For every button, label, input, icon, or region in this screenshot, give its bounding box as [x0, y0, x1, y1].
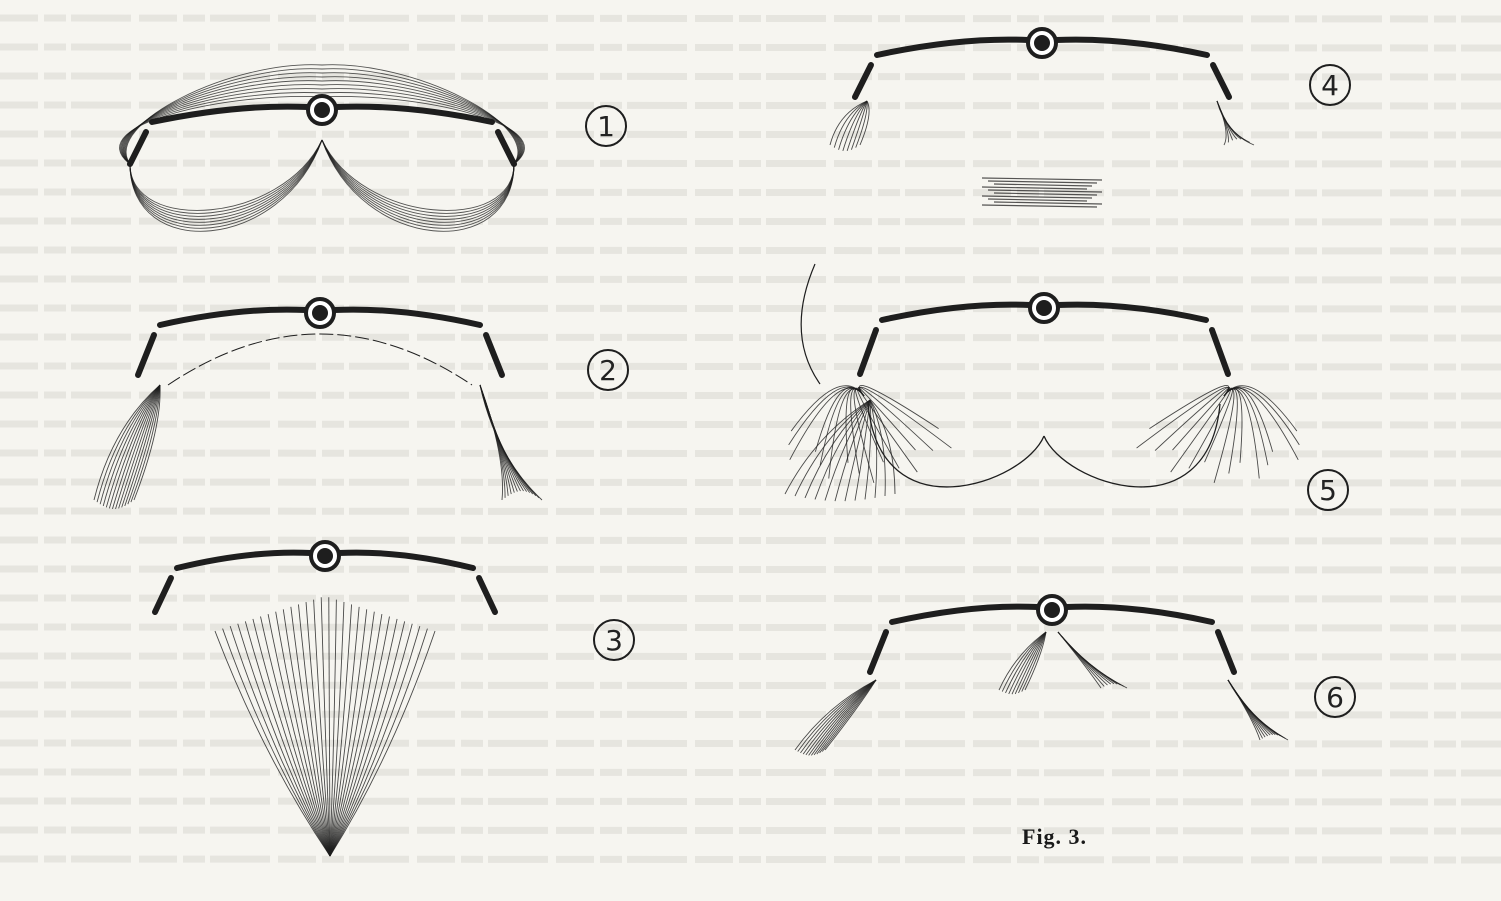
panel-number-marker: 3: [594, 620, 634, 660]
panel-4: 4: [830, 29, 1350, 207]
left-arm: [882, 305, 1030, 320]
left-end-piece: [870, 632, 886, 672]
pivot-dot: [314, 102, 330, 118]
panels-group: 1 2 3 4 5 6: [94, 29, 1355, 856]
right-end-piece: [1213, 65, 1229, 97]
panel-2: 2: [94, 299, 628, 509]
left-arm: [152, 107, 308, 122]
right-end-piece: [1218, 632, 1234, 672]
field-loop-right: [322, 140, 514, 210]
panel-1: 1: [120, 65, 626, 232]
bottom-bar-line: [994, 184, 1092, 186]
right-tuft-hair: [480, 385, 530, 493]
left-end-piece: [855, 65, 871, 97]
right-tuft-hair: [480, 385, 533, 494]
fan-hair: [268, 614, 330, 856]
right-arm: [1066, 607, 1212, 622]
panel-number-marker: 6: [1315, 677, 1355, 717]
fan-hair: [329, 597, 330, 856]
arch-line: [168, 334, 472, 385]
marker-number: 1: [597, 110, 615, 143]
panel-number-marker: 4: [1310, 65, 1350, 105]
panel-5: 5: [785, 264, 1348, 510]
bottom-bar-line: [982, 196, 1092, 198]
pivot-dot: [1036, 300, 1052, 316]
bottom-bar-line: [988, 181, 1097, 183]
pivot-dot: [1044, 602, 1060, 618]
right-lobe: [1044, 404, 1220, 487]
bottom-bar-line: [982, 205, 1097, 207]
right-arm: [339, 553, 473, 568]
right-radiating-hair: [1214, 389, 1234, 483]
pivot-dot: [317, 548, 333, 564]
panel-6: 6: [795, 596, 1355, 755]
bottom-bar-line: [994, 202, 1102, 204]
panel-number-marker: 1: [586, 106, 626, 146]
left-arm: [892, 607, 1038, 622]
left-arm: [160, 310, 306, 325]
right-arm: [334, 310, 480, 325]
field-loop-right: [322, 140, 514, 228]
bottom-bar-line: [982, 187, 1087, 189]
pivot-dot: [1034, 35, 1050, 51]
marker-number: 4: [1321, 69, 1339, 102]
marker-number: 2: [599, 354, 617, 387]
left-end-piece: [130, 132, 146, 164]
pivot-dot: [312, 305, 328, 321]
field-loop-left: [130, 140, 322, 228]
left-tuft-hair: [119, 385, 160, 508]
bottom-bar-line: [982, 178, 1102, 180]
marker-number: 3: [605, 624, 623, 657]
figure-caption: Fig. 3.: [1022, 824, 1087, 850]
right-arm: [336, 107, 492, 122]
panel-3: 3: [155, 542, 634, 856]
panel-number-marker: 5: [1308, 470, 1348, 510]
marker-number: 5: [1319, 474, 1337, 507]
marker-number: 6: [1326, 681, 1344, 714]
panel-number-marker: 2: [588, 350, 628, 390]
bottom-bar-line: [988, 199, 1087, 201]
field-loop-left: [130, 140, 322, 210]
